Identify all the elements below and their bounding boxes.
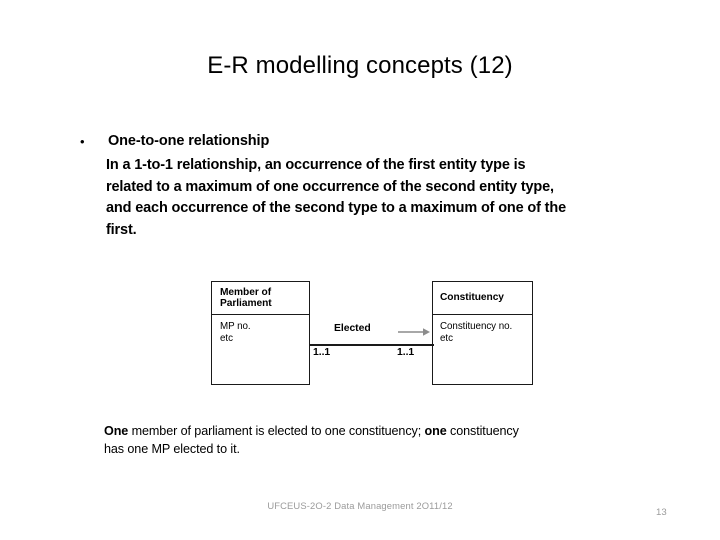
entity-attributes-member-of-parliament: MP no. etc	[220, 321, 251, 344]
bullet-body-line-3: and each occurrence of the second type t…	[106, 200, 566, 216]
caption-line-1: One member of parliament is elected to o…	[104, 423, 664, 441]
entity-header-member-of-parliament: Member of Parliament	[212, 282, 309, 315]
footer-course-label: UFCEUS-2O-2 Data Management 2O11/12	[267, 500, 453, 511]
entity-name-line-1: Member of	[220, 286, 272, 298]
bullet-block: • One-to-one relationship In a 1-to-1 re…	[78, 131, 688, 241]
bullet-body-text: In a 1-to-1 relationship, an occurrence …	[106, 155, 691, 241]
bullet-body-line-2: related to a maximum of one occurrence o…	[106, 178, 554, 195]
bullet-marker-icon: •	[80, 134, 85, 149]
cardinality-right: 1..1	[397, 347, 415, 358]
entity-name-member-of-parliament: Member of Parliament	[220, 287, 272, 310]
bullet-body-line-4: first.	[106, 221, 137, 238]
entity-attributes-constituency: Constituency no. etc	[440, 321, 513, 344]
diagram-caption: One member of parliament is elected to o…	[104, 423, 664, 458]
relationship-label: Elected	[334, 323, 371, 334]
caption-line-2: has one MP elected to it.	[104, 441, 240, 456]
entity-box-constituency: Constituency Constituency no. etc	[432, 281, 533, 385]
er-diagram: Member of Parliament MP no. etc Constitu…	[211, 281, 533, 387]
caption-line-1-tail: constituency	[446, 424, 519, 438]
entity-name-line-2: Parliament	[220, 298, 272, 309]
bullet-body-line-1: In a 1-to-1 relationship, an occurrence …	[106, 157, 526, 173]
caption-bold-one-mid: one	[424, 424, 447, 438]
caption-line-1-rest: member of parliament is elected to one c…	[128, 424, 425, 438]
right-arrow-icon	[398, 328, 430, 336]
entity-box-member-of-parliament: Member of Parliament MP no. etc	[211, 281, 310, 385]
bullet-heading-row: • One-to-one relationship	[78, 131, 688, 152]
entity-name-constituency: Constituency	[440, 292, 504, 304]
bullet-heading-label: One-to-one relationship	[108, 133, 270, 149]
page-number: 13	[656, 507, 667, 518]
relationship-line	[309, 344, 434, 347]
page-title: E-R modelling concepts (12)	[207, 52, 513, 79]
caption-bold-one-lead: One	[104, 424, 129, 438]
entity-header-constituency: Constituency	[433, 282, 532, 315]
cardinality-left: 1..1	[313, 347, 331, 358]
